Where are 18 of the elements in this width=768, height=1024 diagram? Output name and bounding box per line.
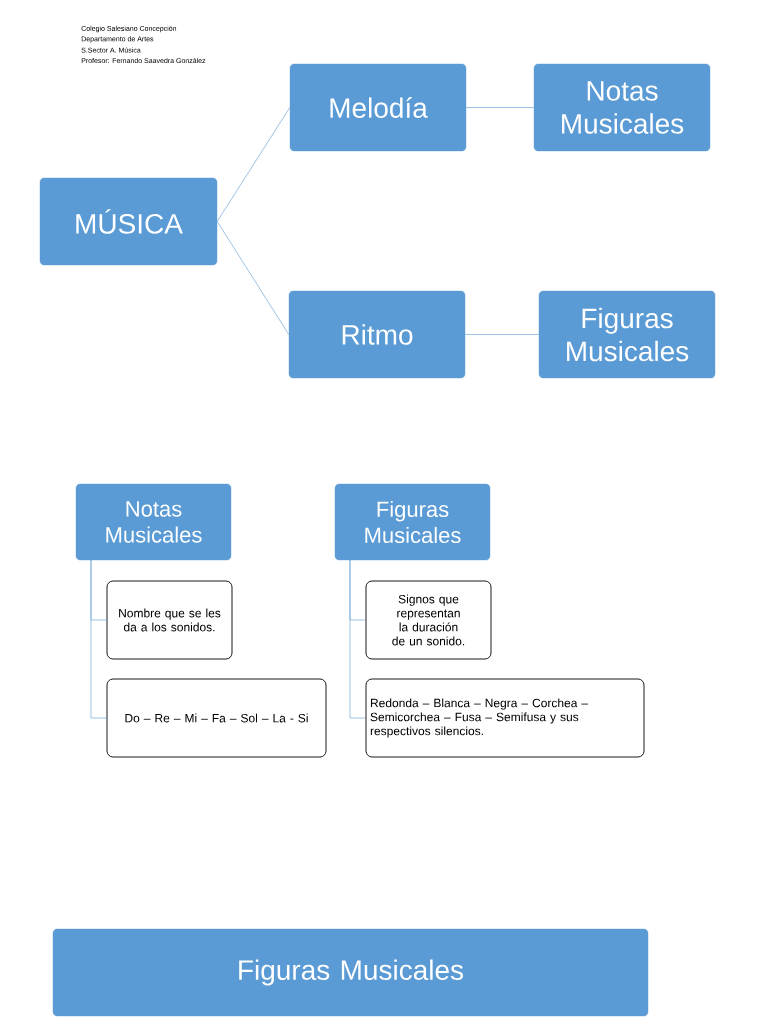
concept-box: MÚSICA <box>39 177 218 266</box>
concept-box: Figuras Musicales <box>538 290 716 379</box>
connector-line <box>216 221 290 335</box>
concept-box: Ritmo <box>288 290 466 379</box>
concept-box: Figuras Musicales <box>334 483 491 561</box>
concept-box: Notas Musicales <box>75 483 232 561</box>
concept-box: Notas Musicales <box>533 63 711 152</box>
description-box: Redonda – Blanca – Negra – Corchea – Semicorchea – Fusa – Semifusa y sus respectivos silencios. <box>365 678 645 758</box>
description-box: Signos que representan la duración de un sonido. <box>365 580 492 660</box>
concept-box: Figuras Musicales <box>52 928 649 1017</box>
description-box: Do – Re – Mi – Fa – Sol – La - Si <box>106 678 327 758</box>
connector-line <box>464 334 540 335</box>
connector-line <box>216 107 291 222</box>
concept-box: Melodía <box>289 63 467 152</box>
description-box: Nombre que se les da a los sonidos. <box>106 580 233 660</box>
connector-line <box>465 107 535 108</box>
connector-line <box>90 559 107 719</box>
connector-line <box>349 559 366 719</box>
